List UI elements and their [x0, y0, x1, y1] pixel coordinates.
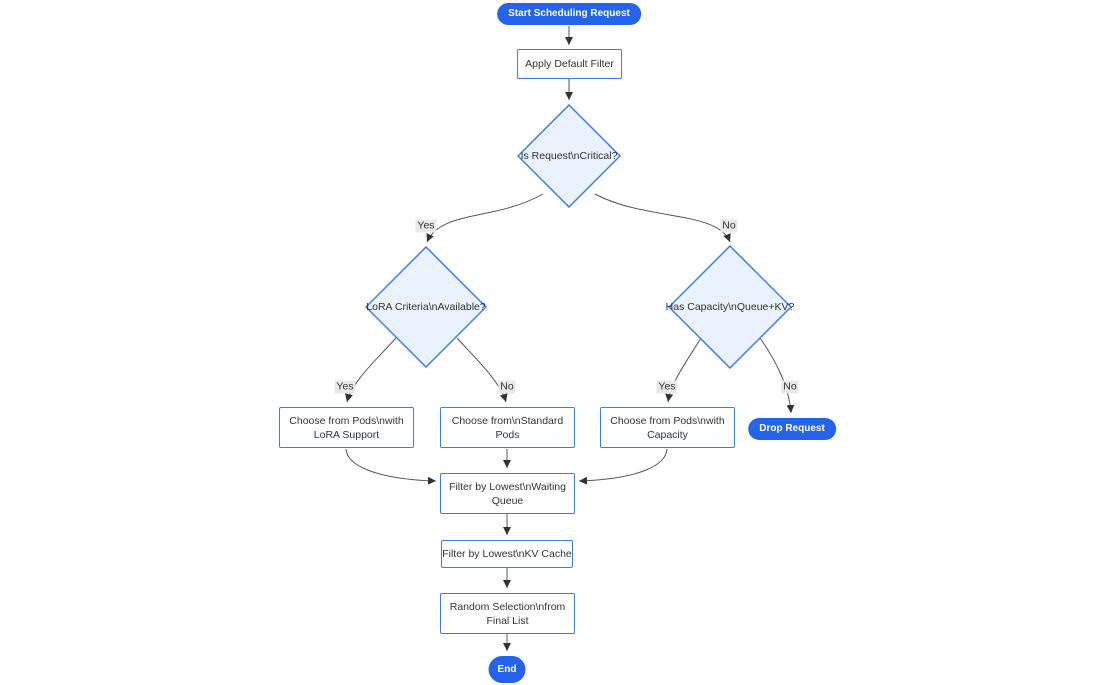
node-start-label: Start Scheduling Request [508, 8, 630, 19]
decision-label: Is Request\nCritical? [520, 150, 618, 162]
diamond-shape-icon [668, 245, 792, 369]
edge-lora-no [456, 337, 508, 403]
edge-label-critical-no: No [720, 219, 738, 233]
node-label-line: Choose from Pods\nwith [289, 414, 404, 427]
node-random-selection: Random Selection\nfrom Final List [440, 593, 575, 634]
edge-label-lora-no: No [498, 380, 516, 394]
edge-label-capacity-no: No [781, 380, 799, 394]
node-apply-default-filter: Apply Default Filter [517, 49, 622, 79]
edge-capacity-no [759, 337, 795, 414]
decision-has-capacity: Has Capacity\nQueue+KV? [665, 245, 795, 369]
node-filter-kv-cache: Filter by Lowest\nKV Cache [441, 540, 573, 568]
node-label-line: Pods [495, 428, 520, 441]
node-label-line: Final List [486, 614, 529, 627]
diamond-shape-icon [517, 104, 621, 208]
node-label-line: Choose from\nStandard [451, 414, 564, 427]
edge-capacitypods-filter [578, 448, 668, 485]
node-choose-lora-pods: Choose from Pods\nwith LoRA Support [279, 407, 414, 448]
node-end-label: End [497, 663, 517, 675]
diamond-shape-icon [365, 246, 487, 368]
edge-critical-yes [426, 193, 544, 243]
edge-label-critical-yes: Yes [415, 219, 437, 233]
node-label-line: Filter by Lowest\nKV Cache [442, 548, 572, 560]
node-drop-request-label: Drop Request [759, 423, 825, 434]
node-choose-capacity-pods: Choose from Pods\nwith Capacity [600, 407, 735, 448]
edge-label-capacity-yes: Yes [656, 380, 678, 394]
node-label-line: Random Selection\nfrom [449, 600, 566, 613]
node-drop-request: Drop Request [748, 418, 836, 440]
decision-is-critical: Is Request\nCritical? [517, 104, 621, 208]
edge-lorapods-filter [345, 448, 437, 485]
node-label-line: Capacity [647, 428, 688, 441]
node-label-line: LoRA Support [313, 428, 380, 441]
node-label-line: Apply Default Filter [525, 58, 614, 70]
node-label-line: Filter by Lowest\nWaiting [449, 480, 566, 493]
node-label-line: Choose from Pods\nwith [610, 414, 725, 427]
decision-label: Has Capacity\nQueue+KV? [665, 301, 795, 313]
node-choose-standard-pods: Choose from\nStandard Pods [440, 407, 575, 448]
node-label-line: Queue [491, 494, 524, 507]
node-start: Start Scheduling Request [497, 3, 641, 25]
node-end: End [488, 656, 526, 683]
decision-label: LoRA Criteria\nAvailable? [366, 301, 486, 313]
node-filter-waiting-queue: Filter by Lowest\nWaiting Queue [440, 473, 575, 514]
edge-label-lora-yes: Yes [334, 380, 356, 394]
edge-critical-no [594, 193, 731, 243]
edge-lora-yes [345, 337, 397, 403]
edge-capacity-yes [665, 337, 702, 403]
decision-lora-criteria: LoRA Criteria\nAvailable? [365, 246, 487, 368]
